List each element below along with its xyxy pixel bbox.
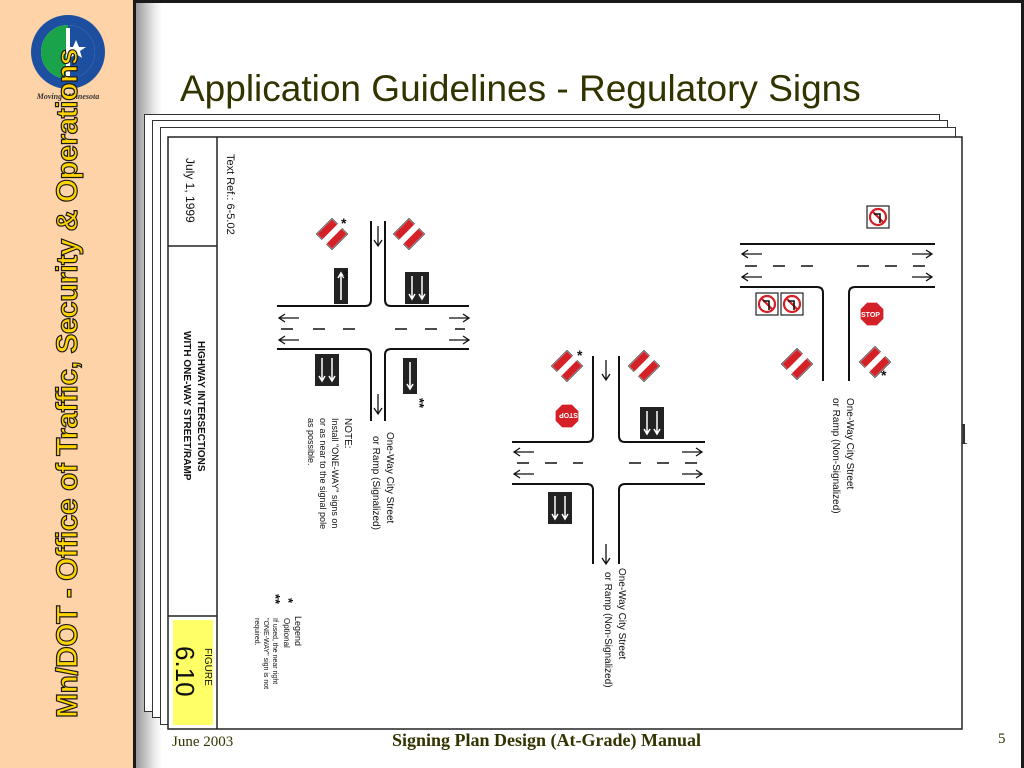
slide-title: Application Guidelines - Regulatory Sign… xyxy=(180,68,861,109)
no-turn-sign-icon xyxy=(754,291,780,317)
diagram3-caption-line2: or Ramp (Non-Signalized) xyxy=(830,398,841,514)
diagram1-caption-line1: One-Way City Street xyxy=(384,432,395,524)
diagram-signalized xyxy=(277,221,471,421)
legend-title: Legend xyxy=(293,616,303,646)
figure-number: 6.10 xyxy=(170,646,200,697)
stop-sign-text: STOP xyxy=(559,411,578,418)
sidebar-band: Moving Minnesota Mn/DOT - Office of Traf… xyxy=(0,0,136,768)
double-mark: ** xyxy=(412,398,427,409)
diagram-nonsignalized-right xyxy=(740,243,935,381)
footer-date: June 2003 xyxy=(172,734,234,750)
no-turn-sign-icon xyxy=(865,204,891,230)
optional-mark: * xyxy=(577,347,583,363)
top-rule xyxy=(136,0,1024,3)
legend-double-desc-line2: "ONE-WAY" sign is not xyxy=(262,618,269,689)
figure-title-line1: HIGHWAY INTERSECTIONS xyxy=(195,341,206,472)
figure-text-ref: Text Ref.: 6-5.02 xyxy=(224,154,236,235)
figure-label: FIGURE xyxy=(202,648,213,686)
no-turn-sign-icon xyxy=(779,291,805,317)
one-way-sign-icon xyxy=(402,357,418,395)
office-title-wrap: Mn/DOT - Office of Traffic, Security & O… xyxy=(14,48,122,718)
diagram2-caption-line2: or Ramp (Non-Signalized) xyxy=(602,572,613,688)
office-title: Mn/DOT - Office of Traffic, Security & O… xyxy=(50,48,84,718)
legend-double-mark: ** xyxy=(268,594,283,605)
diagram2-caption-line1: One-Way City Street xyxy=(616,568,627,660)
legend-double-desc-line1: If used, the near right xyxy=(271,618,278,684)
optional-mark: * xyxy=(881,367,887,383)
legend: Legend * Optional ** If used, the near r… xyxy=(253,594,303,689)
one-way-sign-icon xyxy=(314,353,340,387)
legend-double-desc-line3: required. xyxy=(253,618,260,646)
diagram1-caption-line2: or Ramp (Signalized) xyxy=(370,436,381,530)
page-number: 5 xyxy=(998,731,1006,747)
diagram1-note-title: NOTE: xyxy=(342,418,353,449)
diagram1-note-line2: or as near to the signal pole xyxy=(318,418,328,529)
diagram3-caption-line1: One-Way City Street xyxy=(844,398,855,490)
stop-sign-text: STOP xyxy=(861,312,880,319)
right-rule xyxy=(1021,0,1024,768)
figure-number-highlight xyxy=(173,620,213,725)
diagram-nonsignalized-center xyxy=(512,356,705,566)
diagram1-note-line1: Install "ONE-WAY" signs on xyxy=(330,418,340,528)
figure-date: July 1, 1999 xyxy=(183,158,197,223)
one-way-sign-icon xyxy=(547,491,573,525)
double-mark: ** xyxy=(336,270,351,281)
one-way-sign-icon xyxy=(404,271,430,305)
figure-sheet: July 1, 1999 Text Ref.: 6-5.02 HIGHWAY I… xyxy=(167,136,963,730)
legend-single-mark: * xyxy=(281,598,296,604)
partial-glyph: l xyxy=(960,420,968,451)
footer-title: Signing Plan Design (At-Grade) Manual xyxy=(392,730,702,750)
logo-tagline: Moving Minnesota xyxy=(36,92,100,101)
optional-mark: * xyxy=(341,215,347,231)
figure-border xyxy=(167,136,963,730)
one-way-sign-icon xyxy=(639,406,665,440)
legend-single-desc: Optional xyxy=(282,618,291,648)
mndot-logo-icon xyxy=(31,15,105,89)
figure-title-line2: WITH ONE-WAY STREET/RAMP xyxy=(181,331,192,481)
diagram1-note-line3: as possible. xyxy=(306,418,316,466)
